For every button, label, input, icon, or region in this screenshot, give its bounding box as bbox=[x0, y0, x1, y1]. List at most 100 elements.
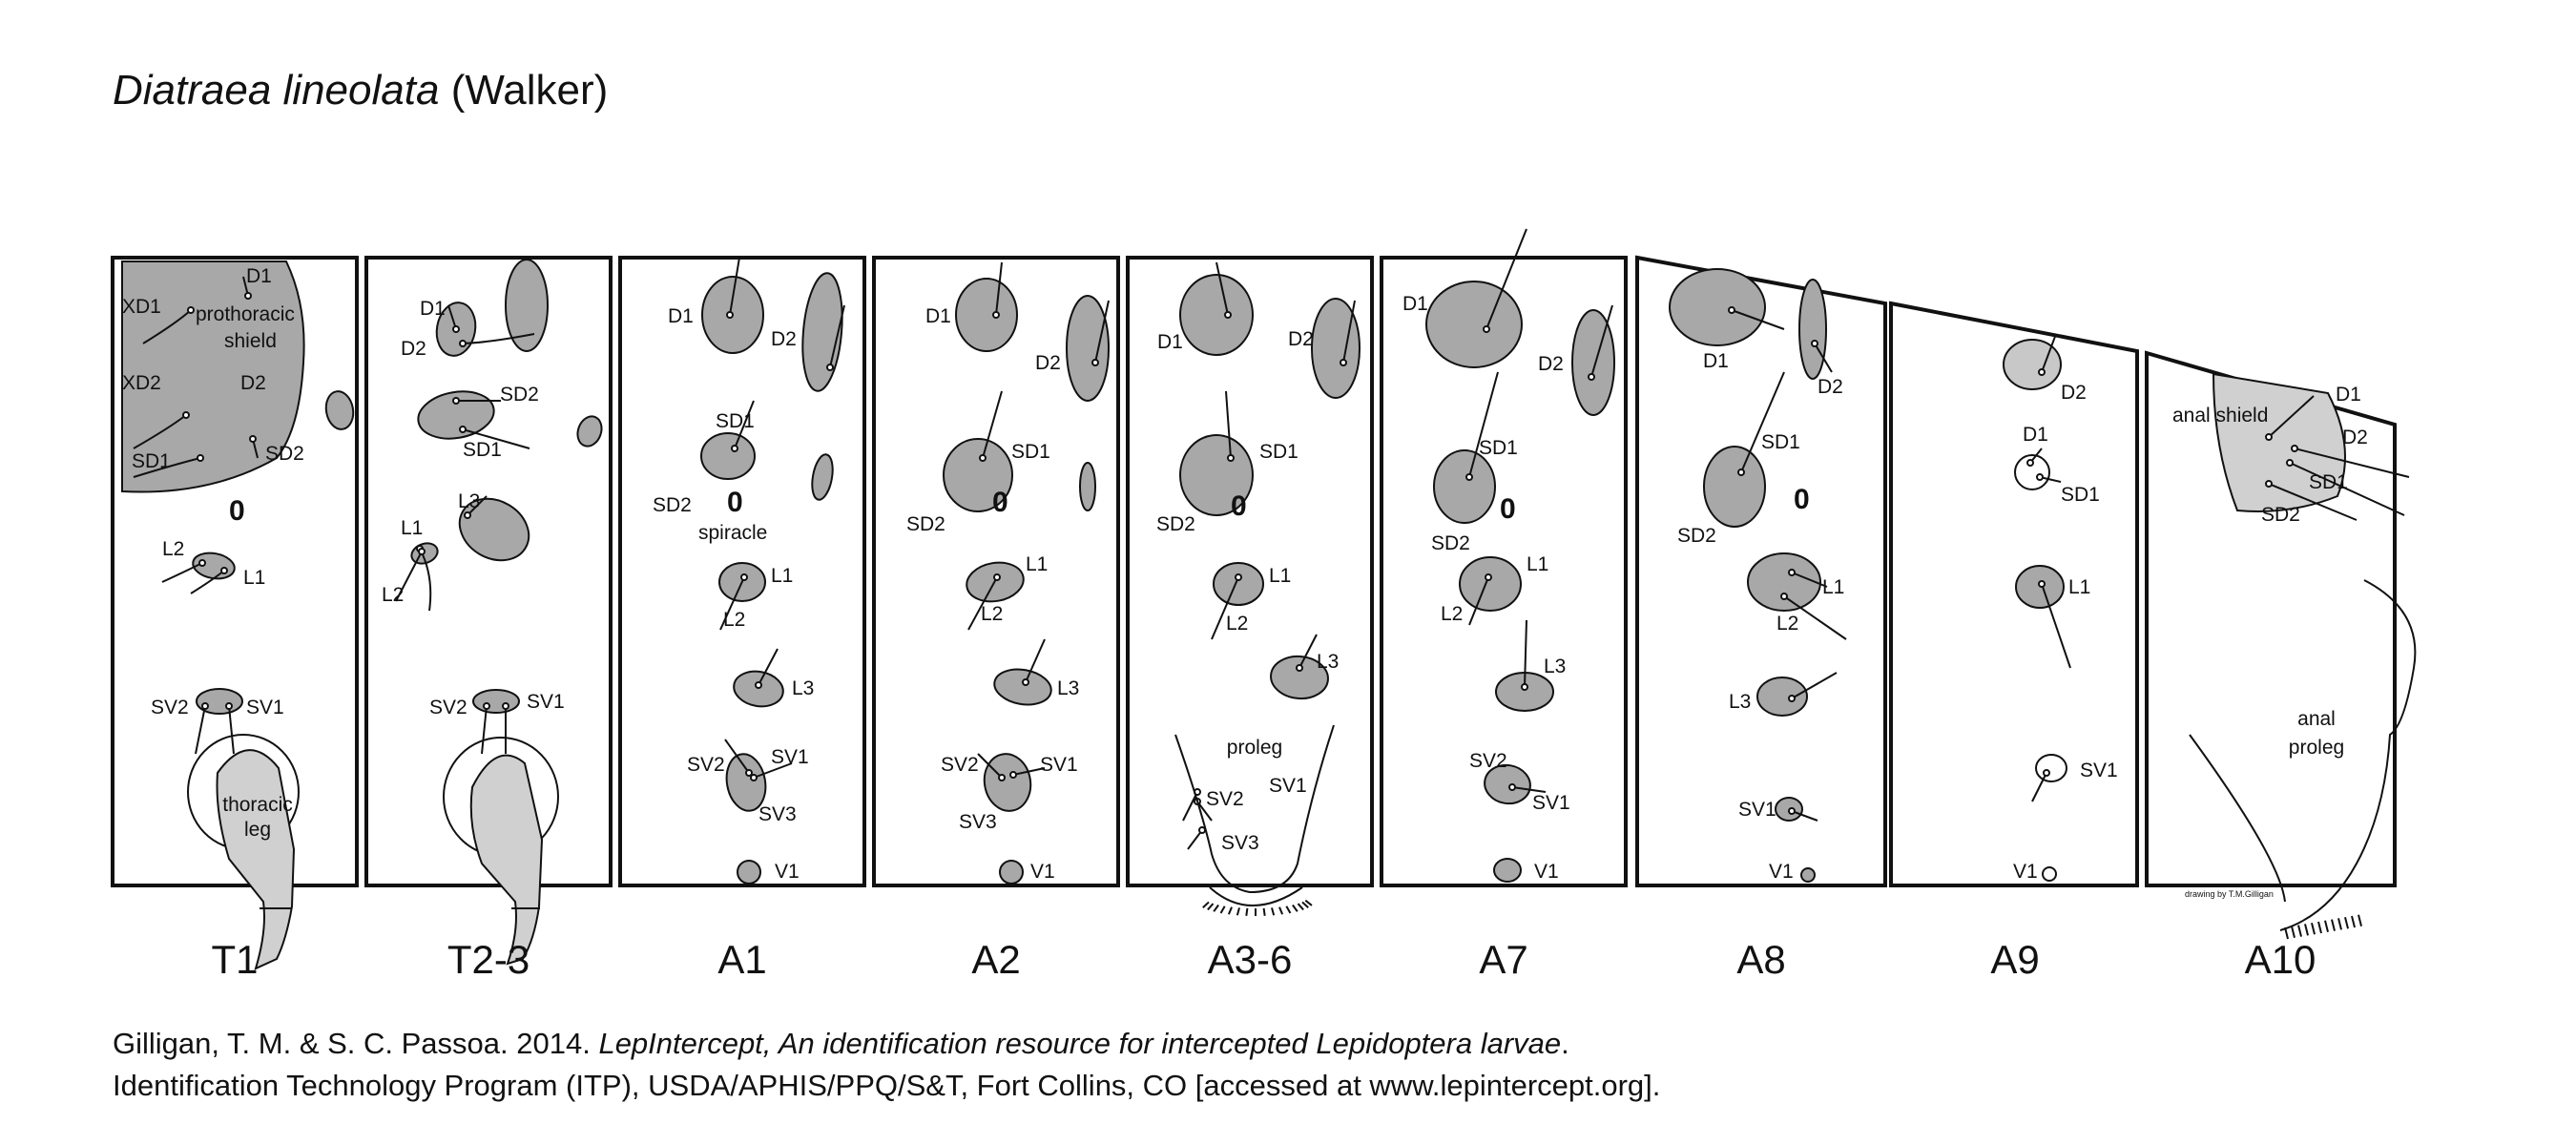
spiracle-A8: 0 bbox=[1794, 484, 1810, 515]
seta-label: SD2 bbox=[265, 443, 304, 465]
crochet bbox=[1301, 901, 1309, 908]
crochet bbox=[2284, 926, 2289, 940]
proleg-label: proleg bbox=[1227, 737, 1282, 759]
anal-proleg-outline bbox=[2189, 579, 2417, 931]
prothoracic-shield-label: prothoracic bbox=[196, 303, 295, 325]
seta-socket bbox=[1465, 473, 1473, 481]
crochet bbox=[2337, 918, 2342, 930]
seta-label: SD2 bbox=[1677, 525, 1716, 547]
seta-socket bbox=[1788, 807, 1796, 815]
seta-label: D1 bbox=[420, 298, 446, 320]
seta-line bbox=[1094, 300, 1110, 364]
seta-label: L1 bbox=[1822, 576, 1844, 598]
seta-label: XD1 bbox=[122, 296, 161, 318]
seta-line bbox=[1783, 595, 1847, 640]
crochet bbox=[2304, 924, 2309, 936]
pinaculum bbox=[1179, 274, 1254, 356]
pinaculum bbox=[1493, 858, 1522, 883]
seta-socket bbox=[1224, 311, 1232, 319]
panel-A9 bbox=[1889, 301, 2139, 887]
pinaculum bbox=[1079, 462, 1096, 511]
seta-label: SV2 bbox=[941, 754, 979, 776]
seta-socket bbox=[220, 567, 228, 574]
seta-socket bbox=[459, 426, 467, 433]
seta-socket bbox=[998, 774, 1006, 781]
seta-label: SV1 bbox=[771, 746, 809, 768]
seta-line bbox=[2289, 462, 2405, 516]
seta-line bbox=[462, 333, 535, 344]
seta-label: D1 bbox=[2336, 384, 2361, 406]
pinaculum bbox=[1433, 449, 1496, 524]
pinaculum bbox=[1798, 279, 1827, 380]
pinaculum bbox=[1213, 562, 1264, 606]
seta-socket bbox=[745, 769, 753, 777]
citation: Gilligan, T. M. & S. C. Passoa. 2014. Le… bbox=[113, 1023, 1660, 1107]
pinaculum bbox=[505, 259, 549, 352]
seta-label: SV1 bbox=[1040, 754, 1078, 776]
seta-socket bbox=[2038, 368, 2046, 376]
pinaculum bbox=[2042, 866, 2057, 882]
crochet bbox=[2324, 920, 2329, 933]
pinaculum bbox=[1311, 298, 1361, 399]
seta-label: SV3 bbox=[758, 803, 797, 825]
pinaculum bbox=[993, 668, 1052, 706]
panel-A7 bbox=[1380, 256, 1628, 887]
seta-socket bbox=[1227, 454, 1235, 462]
seta-label: L3 bbox=[1057, 677, 1079, 699]
seta-label: D1 bbox=[1157, 331, 1183, 353]
seta-label: SV1 bbox=[2080, 760, 2118, 781]
seta-socket bbox=[1788, 695, 1796, 702]
seta-label: L1 bbox=[1269, 565, 1291, 587]
pinaculum bbox=[1179, 434, 1254, 516]
seta-label: SD1 bbox=[1011, 441, 1050, 463]
seta-line bbox=[481, 705, 488, 755]
seta-label: SV1 bbox=[1532, 792, 1570, 814]
proleg-outline bbox=[1174, 724, 1335, 894]
seta-line bbox=[1740, 371, 1785, 473]
pinaculum bbox=[1756, 677, 1808, 717]
panel-A2 bbox=[872, 256, 1120, 887]
seta-line bbox=[1468, 576, 1489, 626]
seta-socket bbox=[452, 397, 460, 405]
seta-label: SV2 bbox=[151, 697, 189, 718]
seta-label: L2 bbox=[162, 538, 184, 560]
seta-line bbox=[161, 562, 203, 583]
seta-label: D1 bbox=[668, 305, 694, 327]
panel-T2-3 bbox=[364, 256, 613, 887]
seta-label: SV1 bbox=[1738, 799, 1776, 821]
spiracle-A2: 0 bbox=[992, 487, 1008, 518]
seta-label: SD2 bbox=[2261, 504, 2300, 526]
pinaculum bbox=[324, 390, 355, 430]
crochet bbox=[1278, 906, 1284, 915]
seta-socket bbox=[2036, 473, 2044, 481]
seta-line bbox=[1342, 300, 1356, 364]
panel-A1 bbox=[618, 256, 866, 887]
seta-label: L3 bbox=[1729, 691, 1751, 713]
pinaculum bbox=[725, 753, 767, 812]
seta-socket bbox=[1588, 373, 1595, 381]
seta-socket bbox=[244, 292, 252, 300]
seta-line bbox=[982, 390, 1003, 459]
crochet bbox=[1227, 906, 1233, 915]
seta-label: SV2 bbox=[1206, 788, 1244, 810]
crochet bbox=[2297, 925, 2302, 937]
pinaculum bbox=[801, 272, 843, 392]
seta-socket bbox=[1022, 678, 1029, 686]
seta-line bbox=[462, 428, 530, 449]
segment-label: A1 bbox=[717, 937, 766, 982]
seta-label: SV1 bbox=[246, 697, 284, 718]
seta-socket bbox=[1485, 573, 1492, 581]
crochet bbox=[1213, 904, 1219, 912]
seta-label: V1 bbox=[1030, 861, 1055, 883]
seta-socket bbox=[979, 454, 987, 462]
pinaculum bbox=[458, 497, 530, 562]
citation-authors: Gilligan, T. M. & S. C. Passoa. 2014. bbox=[113, 1027, 599, 1060]
seta-line bbox=[195, 705, 206, 755]
crochet bbox=[1202, 901, 1210, 908]
seta-line bbox=[729, 257, 740, 316]
seta-line bbox=[133, 457, 201, 478]
seta-label: SD1 bbox=[463, 439, 502, 461]
seta-label: D1 bbox=[1402, 293, 1428, 315]
